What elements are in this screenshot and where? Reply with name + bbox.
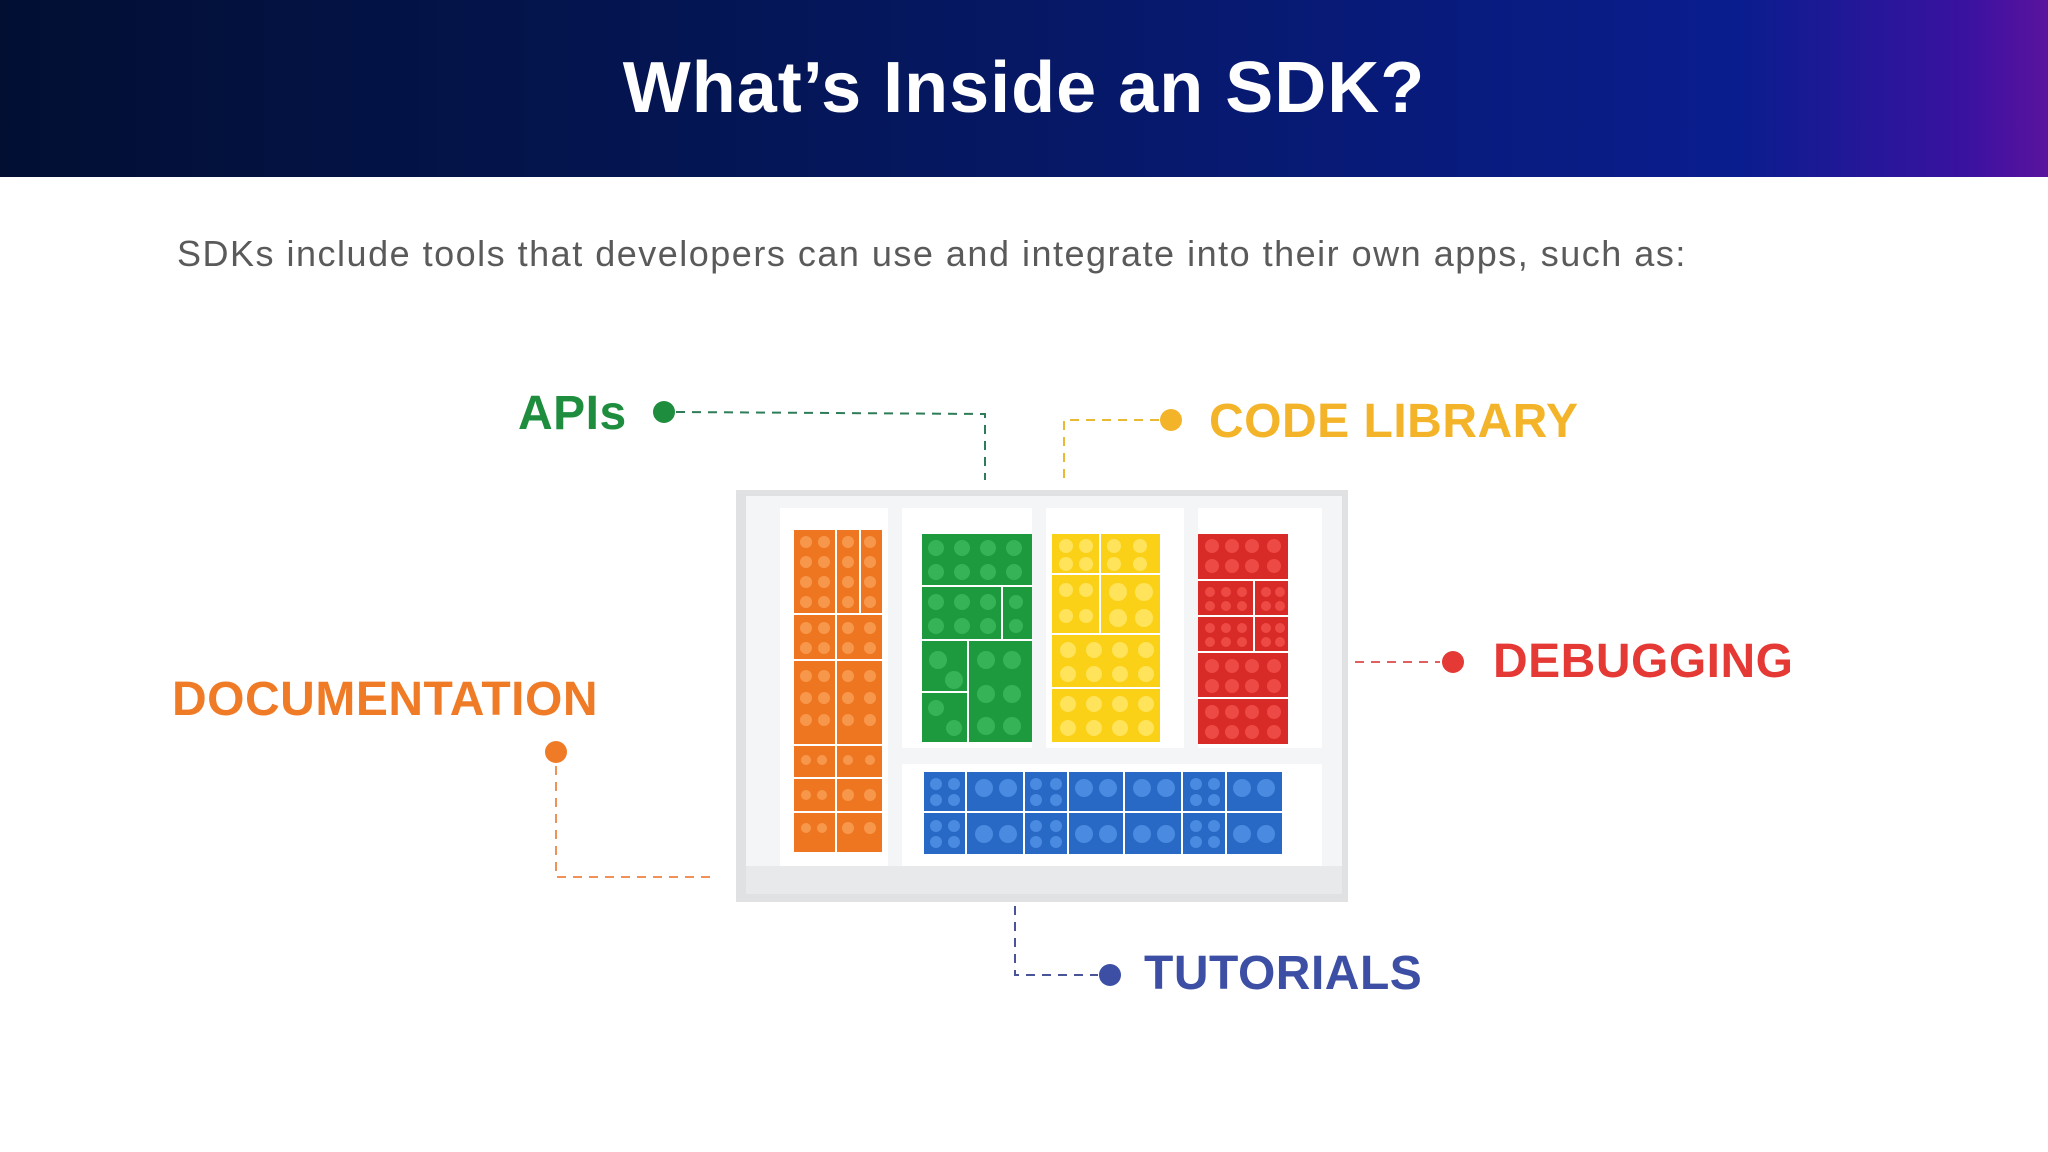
page-title: What’s Inside an SDK? [622,48,1426,128]
apis-dot [653,401,675,423]
brick-organizer-tray-icon [736,490,1348,902]
tutorials-dot [1099,964,1121,986]
documentation-connector [555,766,712,878]
header-bar: What’s Inside an SDK? [0,0,2048,177]
debugging-dot [1442,651,1464,673]
code-library-connector [1063,419,1160,478]
label-apis: APIs [518,387,627,440]
label-tutorials: TUTORIALS [1144,947,1423,1000]
documentation-dot [545,741,567,763]
label-code-library: CODE LIBRARY [1209,395,1579,448]
green-bricks [922,534,1032,742]
label-debugging: DEBUGGING [1493,635,1794,688]
code-library-dot [1160,409,1182,431]
red-bricks [1198,534,1288,744]
yellow-bricks [1052,534,1160,742]
blue-bricks [924,772,1282,854]
tutorials-connector [1014,906,1098,976]
label-documentation: DOCUMENTATION [172,673,599,726]
intro-text: SDKs include tools that developers can u… [177,233,1687,274]
orange-bricks [794,530,882,852]
apis-connector [675,411,986,480]
